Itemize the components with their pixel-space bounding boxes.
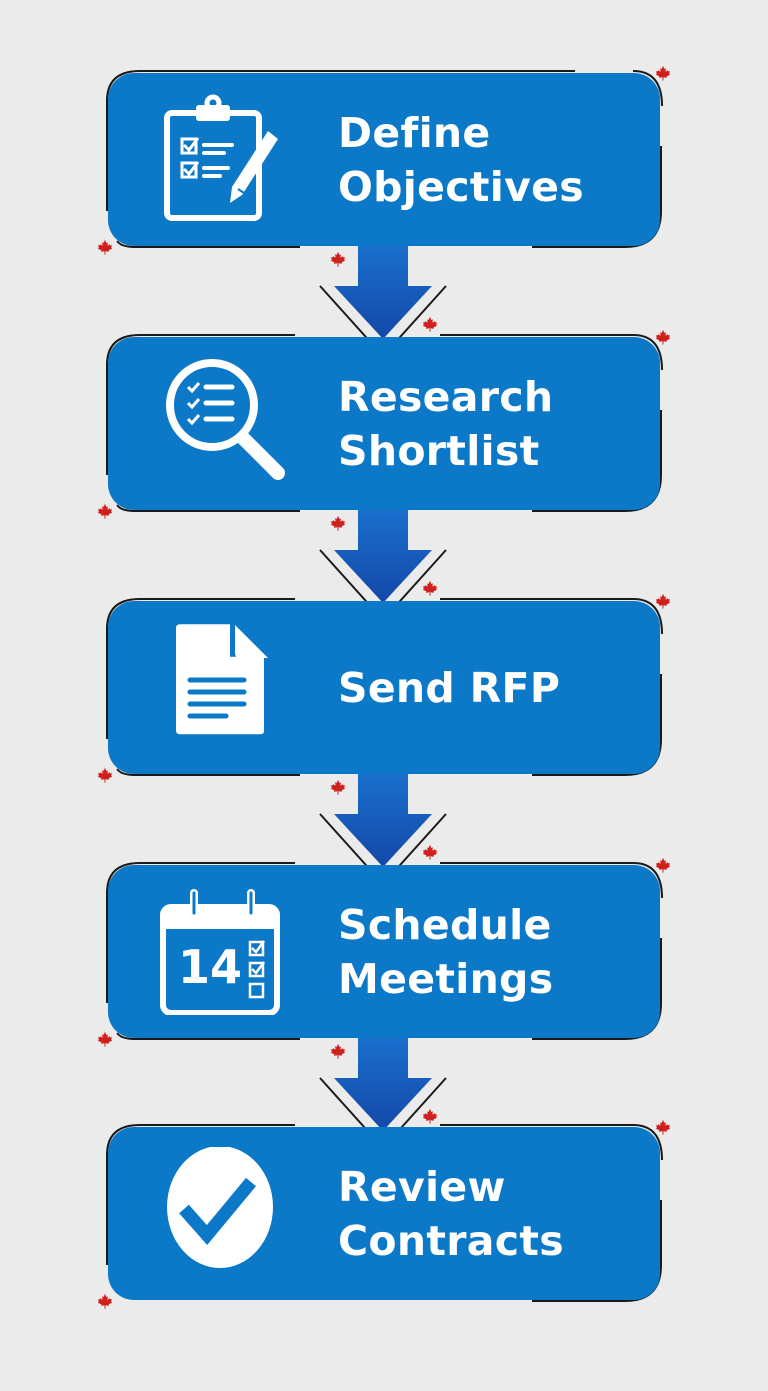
maple-leaf-icon [655, 857, 671, 873]
step-label-line: Research [338, 372, 554, 421]
clipboard-checklist-pencil-icon [164, 94, 278, 221]
check-circle-icon [167, 1147, 273, 1268]
down-arrow-icon [319, 246, 447, 346]
maple-leaf-icon [655, 593, 671, 609]
calendar-checklist-icon: 14 [160, 889, 280, 1015]
step-3: Send RFP [0, 601, 768, 874]
calendar-day: 14 [178, 940, 242, 994]
down-arrow-icon [319, 774, 447, 874]
step-box[interactable]: Send RFP [108, 601, 660, 774]
step-box[interactable]: 14 Schedule Meetings [108, 865, 660, 1038]
maple-leaf-icon [422, 316, 438, 332]
maple-leaf-icon [97, 767, 113, 783]
step-label-line: Review [338, 1162, 506, 1211]
step-box[interactable]: Research Shortlist [108, 337, 660, 510]
maple-leaf-icon [422, 1108, 438, 1124]
step-label: Review Contracts [338, 1127, 564, 1300]
step-box[interactable]: Review Contracts [108, 1127, 660, 1300]
step-label: Research Shortlist [338, 337, 553, 510]
step-1: Define Objectives [0, 73, 768, 346]
step-label-line: Send RFP [338, 663, 561, 712]
down-arrow-icon [319, 510, 447, 610]
document-icon [176, 624, 268, 735]
step-label-line: Contracts [338, 1216, 564, 1265]
maple-leaf-icon [655, 329, 671, 345]
maple-leaf-icon [655, 1119, 671, 1135]
step-label-line: Define [338, 108, 491, 157]
maple-leaf-icon [97, 503, 113, 519]
maple-leaf-icon [330, 515, 346, 531]
maple-leaf-icon [330, 779, 346, 795]
step-4: 14 Schedule Meetings [0, 865, 768, 1138]
step-label-line: Shortlist [338, 426, 540, 475]
maple-leaf-icon [97, 1293, 113, 1309]
step-5: Review Contracts [0, 1127, 768, 1391]
magnifier-checklist-icon [166, 359, 285, 480]
maple-leaf-icon [97, 1031, 113, 1047]
step-2: Research Shortlist [0, 337, 768, 610]
maple-leaf-icon [330, 1043, 346, 1059]
maple-leaf-icon [422, 844, 438, 860]
step-label: Schedule Meetings [338, 865, 553, 1038]
down-arrow-icon [319, 1038, 447, 1138]
step-label-line: Meetings [338, 954, 554, 1003]
maple-leaf-icon [330, 251, 346, 267]
maple-leaf-icon [422, 580, 438, 596]
step-label-line: Schedule [338, 900, 552, 949]
maple-leaf-icon [655, 65, 671, 81]
step-label: Send RFP [338, 601, 560, 774]
maple-leaf-icon [97, 239, 113, 255]
step-label-line: Objectives [338, 162, 584, 211]
step-label: Define Objectives [338, 73, 584, 246]
step-box[interactable]: Define Objectives [108, 73, 660, 246]
